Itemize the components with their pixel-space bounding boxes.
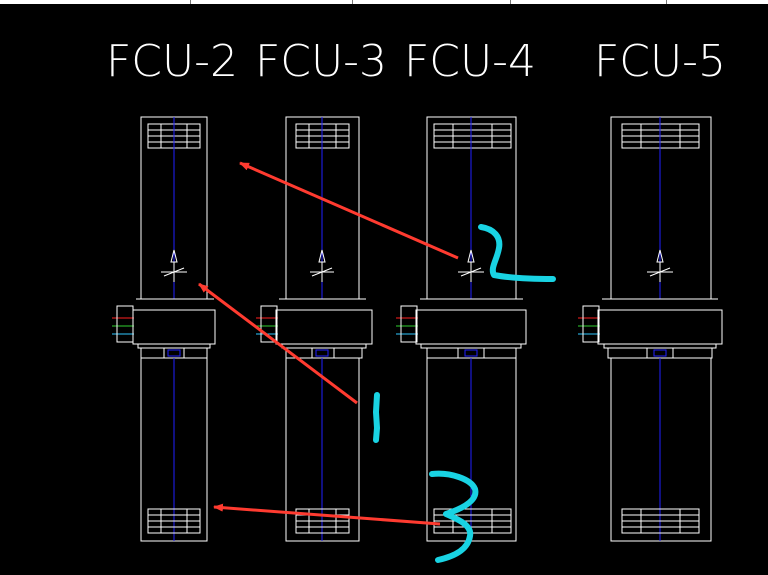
lower-panel — [140, 357, 208, 542]
upper-panel — [285, 116, 360, 300]
coil-box — [415, 309, 527, 345]
upper-panel — [426, 116, 517, 300]
coil-box — [132, 309, 216, 345]
fcu-unit-1: FCU-2 — [106, 36, 238, 542]
side-markers — [396, 305, 418, 343]
flow-direction-symbol — [458, 249, 484, 282]
coil-box — [597, 309, 723, 345]
upper-grille — [433, 123, 512, 149]
handwritten-numeral-2 — [478, 224, 556, 282]
unit-label: FCU-2 — [106, 36, 238, 87]
handwritten-numeral-1 — [373, 392, 380, 443]
drain-pan — [603, 343, 717, 359]
drain-pan — [137, 343, 211, 359]
upper-panel — [610, 116, 712, 300]
fcu-unit-4: FCU-5 — [578, 36, 726, 542]
lower-panel — [426, 357, 517, 542]
lower-panel — [610, 357, 712, 542]
side-markers — [578, 305, 600, 343]
handwritten-numeral-3 — [429, 470, 479, 563]
flow-direction-symbol — [647, 249, 673, 282]
unit-label: FCU-4 — [404, 36, 536, 87]
arrow-to-lower-grille — [213, 503, 441, 526]
annotation-arrows — [198, 161, 459, 526]
arrow-to-flow-symbol — [198, 282, 358, 405]
arrow-to-upper-panel — [239, 161, 459, 260]
drain-pan — [420, 343, 522, 359]
flow-direction-symbol — [310, 249, 334, 282]
lower-panel — [285, 357, 360, 542]
lower-grille — [147, 508, 201, 534]
handwritten-annotations — [373, 224, 556, 563]
fcu-unit-3: FCU-4 — [396, 36, 536, 542]
window-top-edge — [0, 0, 768, 4]
flow-direction-symbol — [161, 249, 187, 282]
unit-label: FCU-3 — [255, 36, 387, 87]
coil-box — [275, 309, 373, 345]
fcu-unit-2: FCU-3 — [255, 36, 387, 542]
upper-panel — [140, 116, 208, 300]
lower-grille — [621, 508, 700, 534]
side-markers — [112, 305, 134, 343]
unit-label: FCU-5 — [594, 36, 726, 87]
